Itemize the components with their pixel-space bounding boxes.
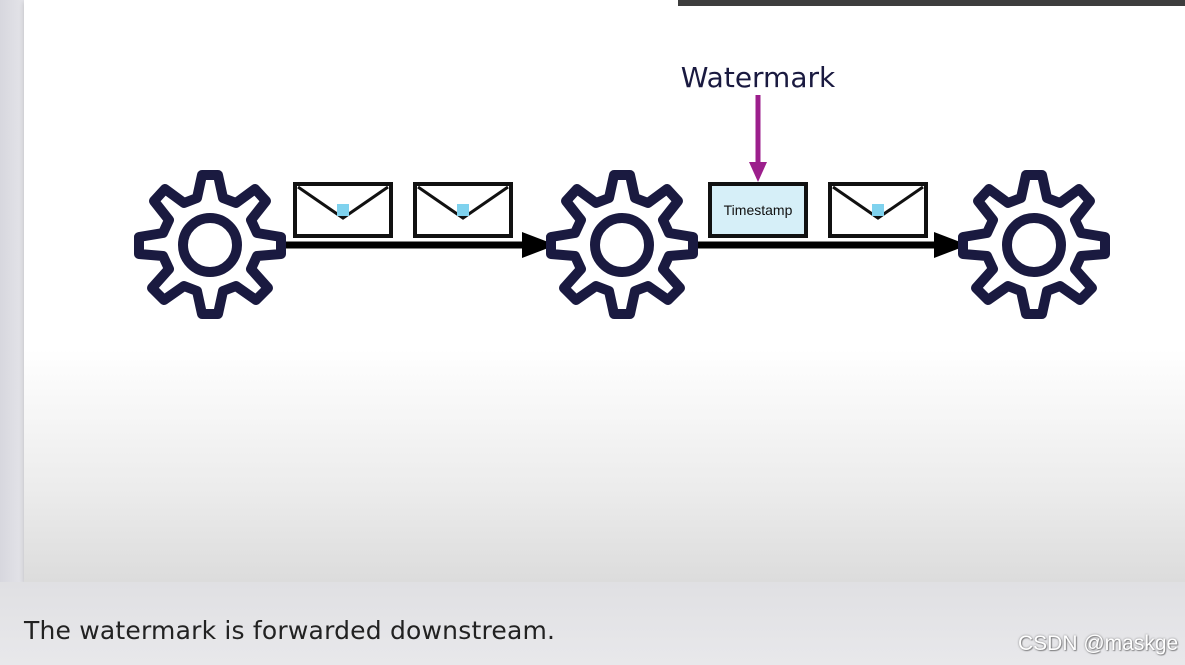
- arrow-gear2-to-gear3: [680, 232, 968, 258]
- envelope-icon: [828, 182, 928, 238]
- watermark-flow-diagram: Timestamp Watermark: [0, 61, 1185, 582]
- watermark-arrow: [749, 95, 767, 182]
- envelope-icon: [413, 182, 513, 238]
- top-overlay-bar: [678, 0, 1185, 6]
- slide-caption: The watermark is forwarded downstream.: [24, 616, 556, 645]
- caption-bar: [0, 582, 1185, 665]
- gear-icon: [551, 175, 693, 314]
- timestamp-message: Timestamp: [708, 182, 808, 238]
- gear-icon: [139, 175, 281, 314]
- timestamp-label: Timestamp: [724, 202, 793, 218]
- gear-icon: [963, 175, 1105, 314]
- envelope-icon: [293, 182, 393, 238]
- source-watermark-credit: CSDN @maskge: [1018, 632, 1179, 655]
- watermark-label: Watermark: [681, 61, 836, 94]
- arrow-gear1-to-gear2: [270, 232, 556, 258]
- window-left-edge: [0, 0, 24, 665]
